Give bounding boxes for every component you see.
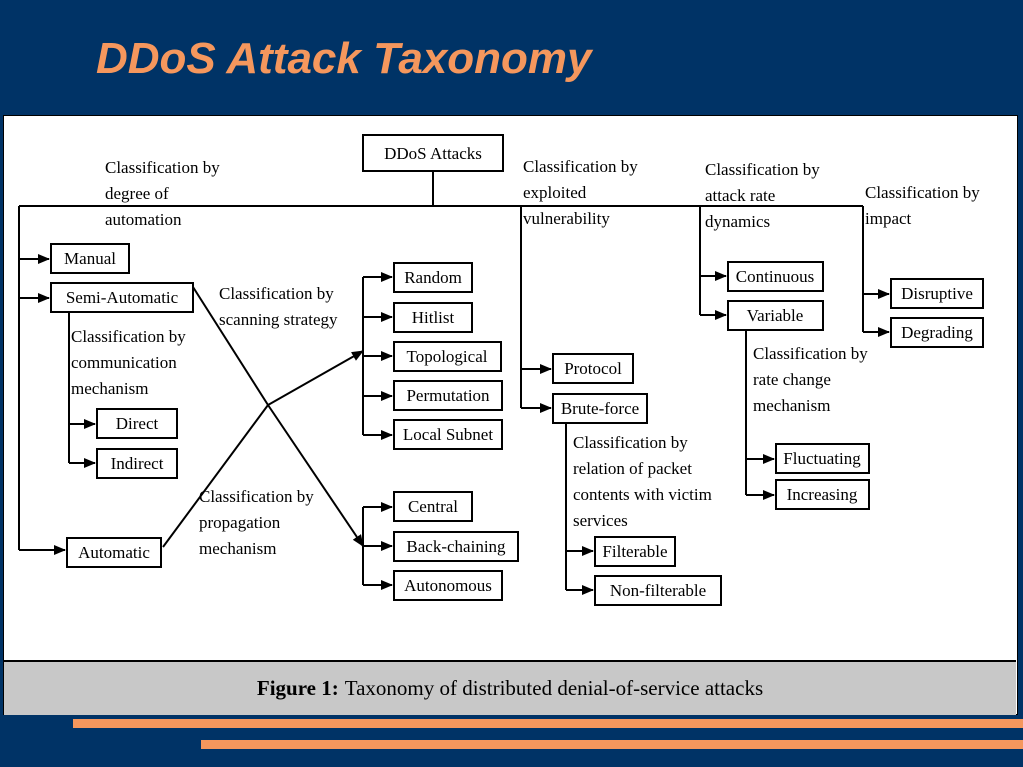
node-back-chaining: Back-chaining (406, 537, 506, 556)
classification-labels: Classification by degree of automation C… (71, 157, 984, 558)
box-local-subnet (393, 419, 503, 450)
vulnerability-heading: Classification by exploited vulnerabilit… (523, 157, 642, 228)
box-back-chaining (393, 531, 519, 562)
node-fluctuating: Fluctuating (783, 449, 861, 468)
node-brute-force: Brute-force (561, 399, 639, 418)
automation-heading: Classification by degree of automation (105, 158, 224, 229)
box-variable (727, 300, 824, 331)
box-fluctuating (775, 443, 870, 474)
box-increasing (775, 479, 870, 510)
node-hitlist: Hitlist (412, 308, 455, 327)
node-manual: Manual (64, 249, 116, 268)
node-direct: Direct (116, 414, 159, 433)
node-non-filterable: Non-filterable (610, 581, 706, 600)
caption-text: Taxonomy of distributed denial-of-servic… (344, 676, 764, 700)
scanning-heading: Classification by scanning strategy (219, 284, 338, 329)
change-heading: Classification by rate change mechanism (753, 344, 872, 415)
node-permutation: Permutation (406, 386, 490, 405)
node-labels: DDoS Attacks Manual Semi-Automatic Autom… (64, 144, 973, 600)
box-continuous (727, 261, 824, 292)
box-non-filterable (594, 575, 722, 606)
node-local-subnet: Local Subnet (403, 425, 493, 444)
box-central (393, 491, 473, 522)
box-indirect (96, 448, 178, 479)
node-protocol: Protocol (564, 359, 622, 378)
relation-heading: Classification by relation of packet con… (573, 433, 716, 530)
node-continuous: Continuous (736, 267, 814, 286)
impact-heading: Classification by impact (865, 183, 984, 228)
node-disruptive: Disruptive (901, 284, 973, 303)
rate-heading: Classification by attack rate dynamics (705, 160, 824, 231)
node-increasing: Increasing (787, 485, 858, 504)
node-automatic: Automatic (78, 543, 150, 562)
propagation-heading: Classification by propagation mechanism (199, 487, 318, 558)
communication-heading: Classification by communication mechanis… (71, 327, 190, 398)
node-topological: Topological (407, 347, 488, 366)
box-automatic (66, 537, 162, 568)
node-degrading: Degrading (901, 323, 973, 342)
caption-label: Figure 1: (256, 676, 339, 700)
node-semi-automatic: Semi-Automatic (66, 288, 179, 307)
figure-panel: DDoS Attacks Manual Semi-Automatic Autom… (3, 115, 1018, 715)
box-topological (393, 341, 502, 372)
slide-title: DDoS Attack Taxonomy (96, 34, 592, 83)
connectors (18, 172, 890, 595)
node-central: Central (408, 497, 458, 516)
box-permutation (393, 380, 503, 411)
taxonomy-diagram: DDoS Attacks Manual Semi-Automatic Autom… (18, 134, 984, 606)
node-variable: Variable (747, 306, 804, 325)
box-degrading (890, 317, 984, 348)
box-brute-force (552, 393, 648, 424)
node-indirect: Indirect (111, 454, 164, 473)
node-random: Random (404, 268, 462, 287)
box-disruptive (890, 278, 984, 309)
box-autonomous (393, 570, 503, 601)
accent-stripe-top (73, 719, 1023, 728)
box-semi-automatic (50, 282, 194, 313)
cross-line-automatic-to-scanning (162, 350, 364, 548)
accent-stripe-bottom (201, 740, 1023, 749)
figure-caption: Figure 1: Taxonomy of distributed denial… (4, 660, 1016, 715)
box-direct (96, 408, 178, 439)
node-filterable: Filterable (602, 542, 667, 561)
box-random (393, 262, 473, 293)
box-protocol (552, 353, 634, 384)
node-boxes (50, 134, 984, 606)
root-node: DDoS Attacks (384, 144, 482, 163)
box-hitlist (393, 302, 473, 333)
box-manual (50, 243, 130, 274)
node-autonomous: Autonomous (404, 576, 492, 595)
box-filterable (594, 536, 676, 567)
box-root (362, 134, 504, 172)
